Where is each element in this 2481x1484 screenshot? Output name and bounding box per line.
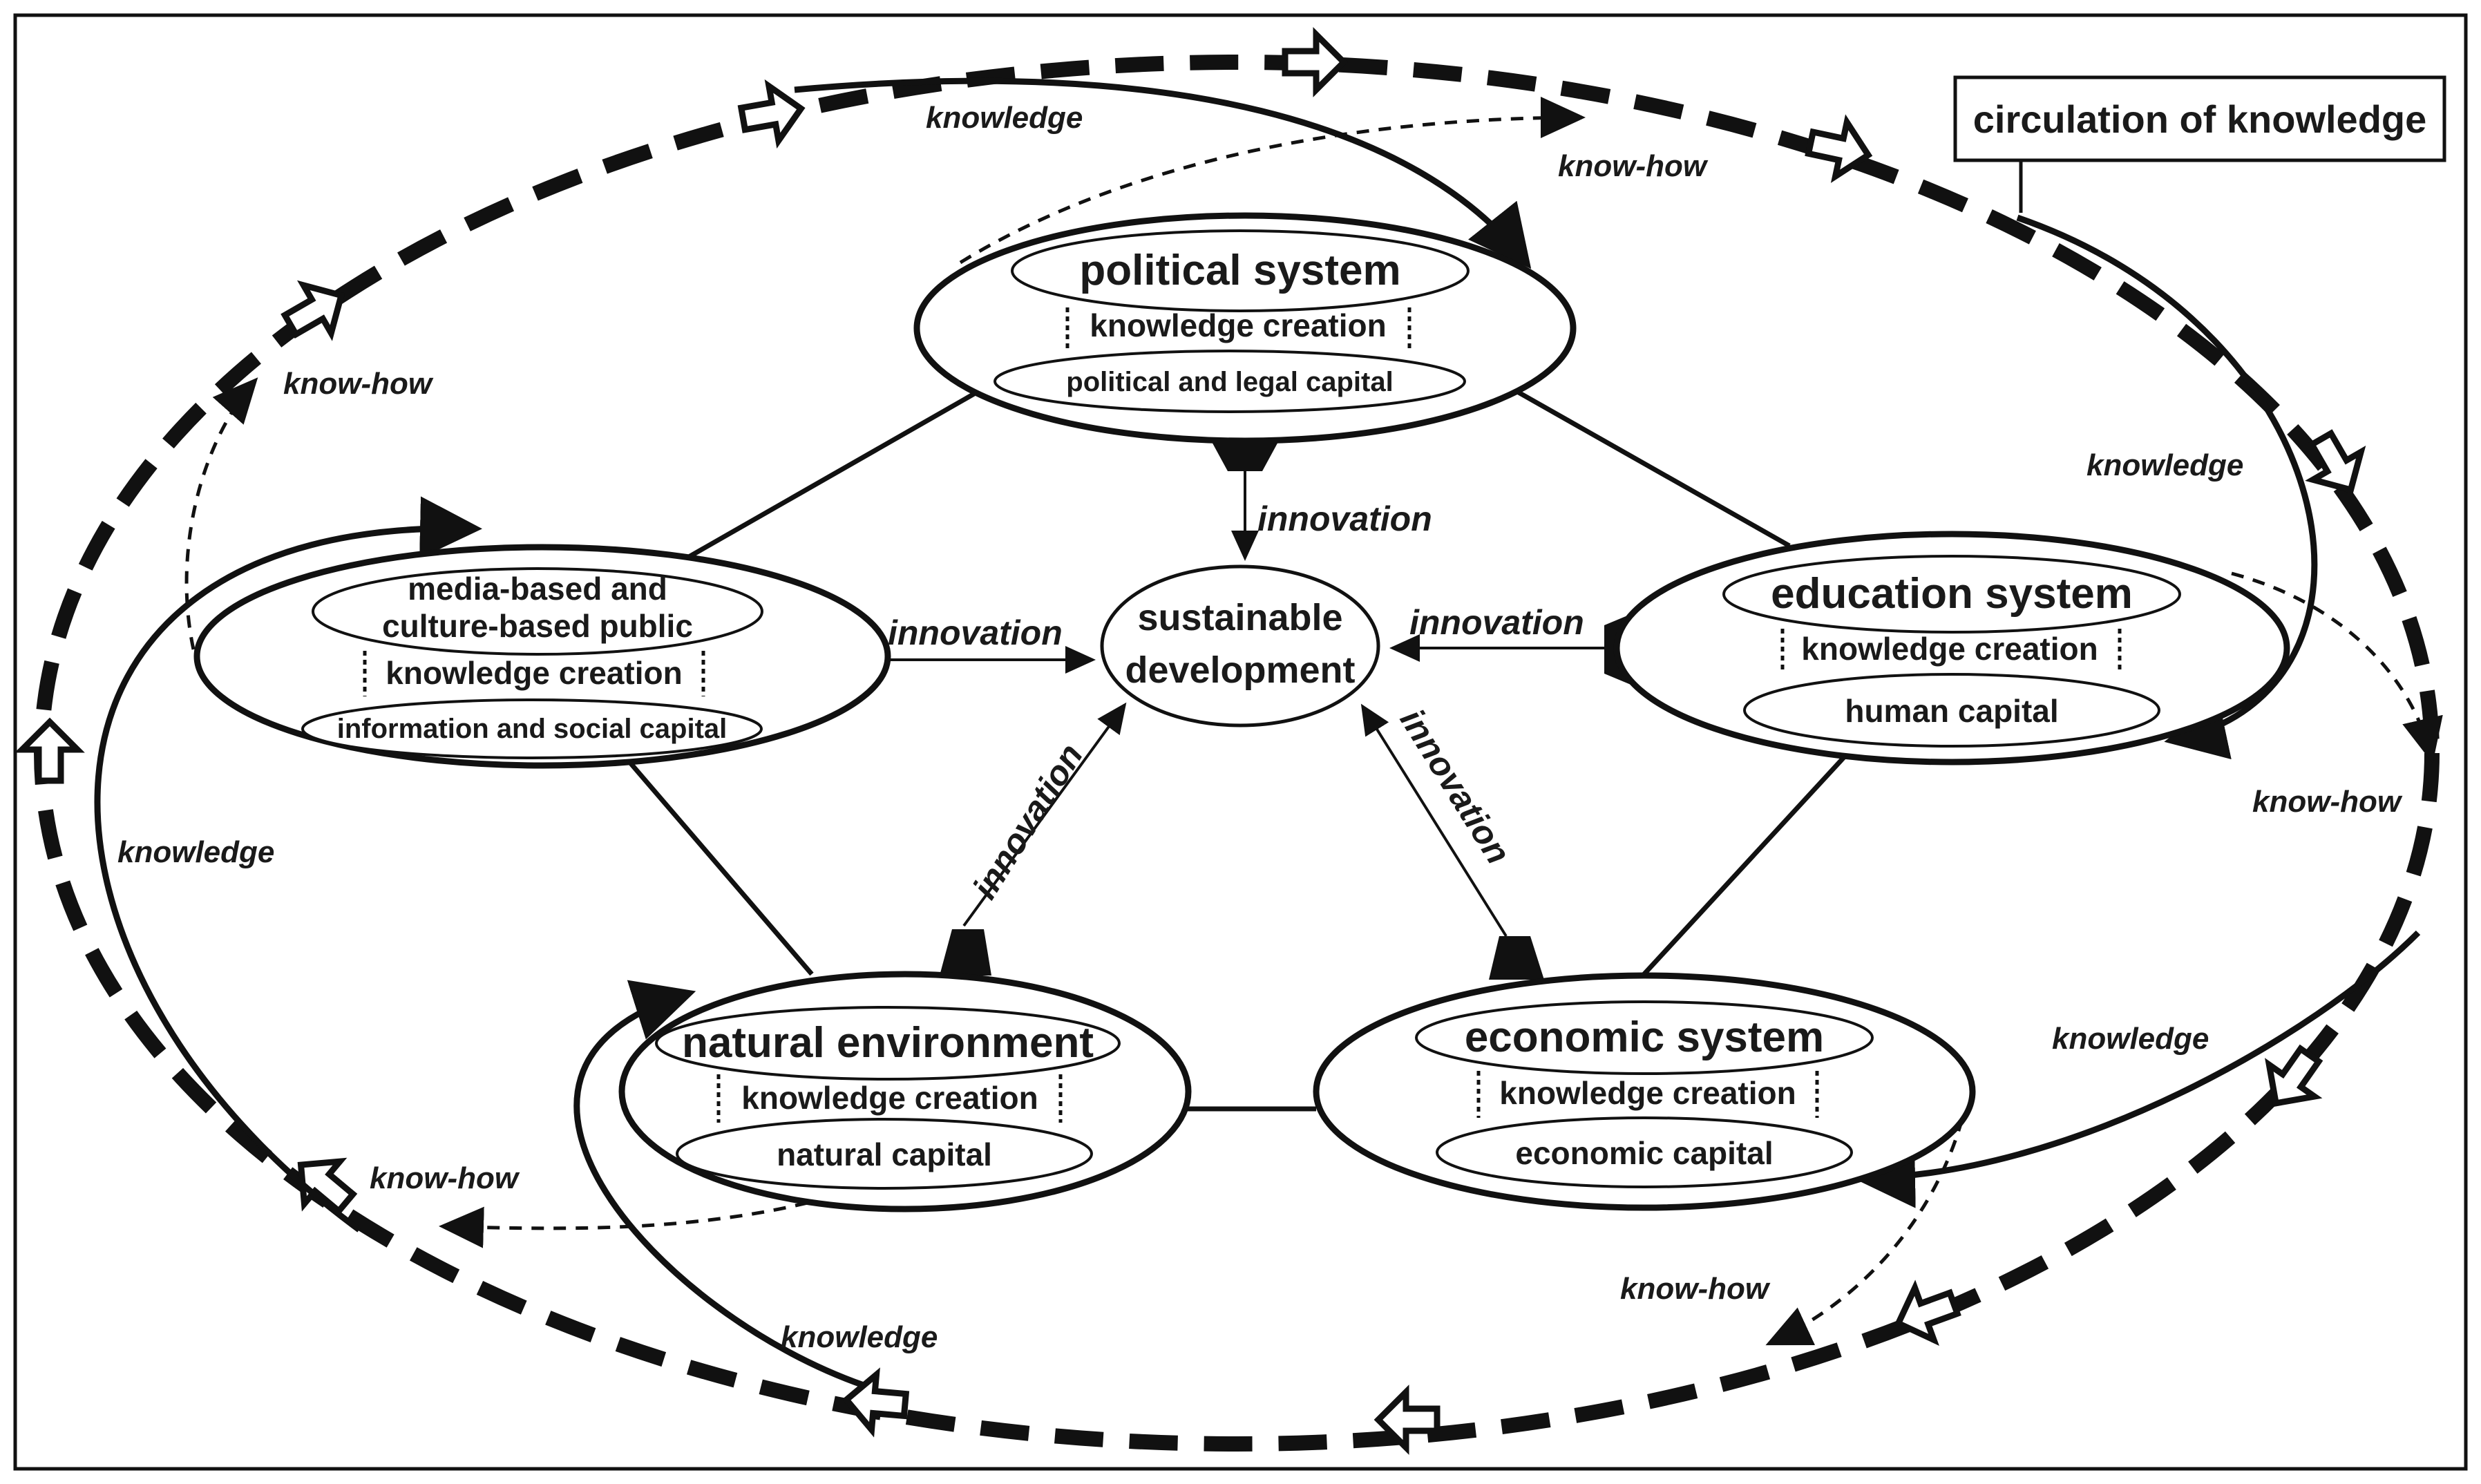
education-capital: human capital	[1845, 693, 2058, 729]
knowledge-arc-bottom-right	[1853, 930, 2421, 1208]
natural-environment-title: natural environment	[682, 1019, 1094, 1067]
innovation-label-media: innovation	[888, 613, 1063, 652]
political-system-title: political system	[1079, 247, 1400, 294]
innovation-arrows	[864, 471, 1604, 938]
education-knowledge-creation: knowledge creation	[1801, 631, 2098, 667]
knowhow-label-bottom-right: know-how	[1620, 1272, 1771, 1306]
media-public-title-line2: culture-based public	[382, 608, 693, 644]
hollow-arrow-icon	[737, 79, 806, 149]
political-knowledge-creation: knowledge creation	[1090, 307, 1386, 343]
knowhow-label-left: know-how	[283, 367, 434, 401]
knowhow-label-right: know-how	[2252, 785, 2403, 819]
education-system-title: education system	[1771, 570, 2133, 618]
innovation-label-education: innovation	[1409, 603, 1584, 642]
system-connections	[620, 381, 1847, 1112]
legend-label: circulation of knowledge	[1973, 97, 2427, 141]
knowhow-label-top: know-how	[1558, 149, 1709, 183]
political-capital: political and legal capital	[1066, 367, 1393, 397]
media-knowledge-creation: knowledge creation	[386, 655, 682, 691]
knowhow-arrow-right	[2231, 571, 2443, 763]
hollow-arrow-icon	[2265, 1044, 2323, 1107]
knowledge-arc-top	[794, 77, 1532, 269]
hollow-arrow-icon	[1894, 1280, 1961, 1346]
hollow-arrow-icon	[281, 280, 345, 341]
knowledge-arc-bottom	[573, 980, 865, 1389]
media-public-title-line1: media-based and	[408, 571, 667, 607]
media-capital: information and social capital	[337, 714, 728, 744]
center-label-line2: development	[1125, 649, 1355, 691]
hollow-arrow-icon	[1282, 27, 1349, 97]
center-label-line1: sustainable	[1137, 597, 1342, 638]
knowledge-flows	[94, 77, 2421, 1389]
knowledge-label-right: knowledge	[2086, 448, 2243, 482]
hollow-arrow-icon	[2305, 429, 2366, 494]
economic-knowledge-creation: knowledge creation	[1499, 1075, 1796, 1111]
knowledge-label-bottom: knowledge	[781, 1320, 938, 1354]
natural-knowledge-creation: knowledge creation	[741, 1080, 1038, 1116]
knowhow-arrow-left	[184, 377, 258, 650]
knowledge-arc-left	[94, 496, 482, 1233]
knowhow-arrow-top	[959, 97, 1586, 265]
sustainable-development-node: sustainable development	[1100, 564, 1380, 727]
hollow-arrow-icon	[1805, 114, 1873, 183]
economic-system-title: economic system	[1465, 1014, 1824, 1061]
natural-capital: natural capital	[777, 1136, 992, 1172]
knowledge-label-top: knowledge	[926, 101, 1083, 135]
education-system-node: education system knowledge creation huma…	[1613, 531, 2290, 765]
circulation-direction-arrows	[15, 27, 2366, 1455]
innovation-label-political: innovation	[1257, 500, 1432, 538]
political-system-node: political system knowledge creation poli…	[913, 212, 1577, 444]
legend: circulation of knowledge	[1953, 75, 2446, 213]
hollow-arrow-icon	[15, 717, 85, 784]
natural-environment-node: natural environment knowledge creation n…	[618, 971, 1192, 1212]
knowledge-label-bottom-right: knowledge	[2052, 1022, 2209, 1056]
economic-system-node: economic system knowledge creation econo…	[1313, 972, 1976, 1211]
hollow-arrow-icon	[1373, 1385, 1441, 1455]
knowledge-arc-right	[2016, 214, 2318, 759]
legend-box	[1953, 75, 2446, 162]
media-public-node: media-based and culture-based public kno…	[193, 544, 891, 769]
knowhow-label-bottom-left: know-how	[370, 1161, 520, 1195]
economic-capital: economic capital	[1515, 1135, 1773, 1171]
knowledge-label-left: knowledge	[117, 835, 274, 869]
